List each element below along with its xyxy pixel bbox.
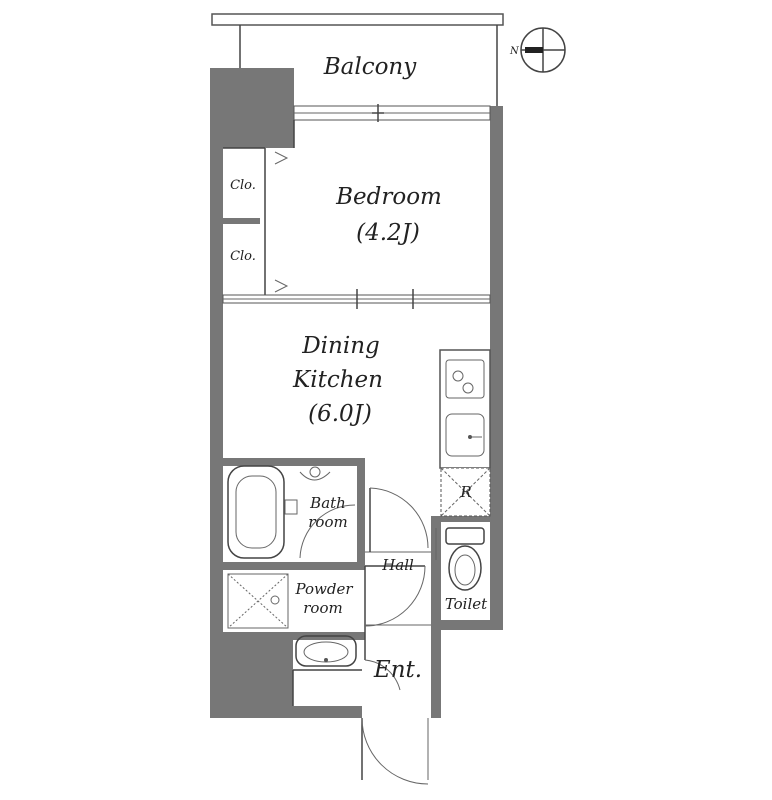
exterior-walls	[210, 68, 503, 718]
label-dining: Dining	[301, 333, 380, 359]
washing-machine	[227, 573, 289, 629]
label-entrance: Ent.	[373, 657, 422, 683]
label-powder: Powder	[294, 580, 353, 598]
balcony	[211, 13, 504, 106]
label-bath-room: room	[308, 513, 347, 531]
label-bath: Bath	[309, 494, 346, 512]
compass-north-label: N	[509, 46, 520, 57]
label-bedroom: Bedroom	[335, 184, 442, 210]
bathtub	[227, 465, 356, 559]
doors	[361, 487, 437, 785]
label-closet-2: Clo.	[230, 249, 256, 264]
label-dining-size: (6.0J)	[308, 401, 372, 427]
label-refrigerator: R	[459, 483, 471, 501]
toilet-fixture	[445, 527, 485, 591]
wash-basin	[295, 635, 357, 667]
closet-doors	[274, 151, 289, 293]
label-balcony: Balcony	[323, 54, 418, 80]
compass-icon	[520, 27, 566, 73]
label-bedroom-size: (4.2J)	[356, 220, 420, 246]
label-kitchen: Kitchen	[292, 367, 383, 393]
interior-walls	[222, 120, 493, 706]
label-powder-room: room	[303, 599, 342, 617]
label-toilet: Toilet	[445, 595, 488, 613]
kitchen-counter	[439, 349, 491, 517]
bedroom-window	[293, 104, 491, 122]
label-closet-1: Clo.	[230, 178, 256, 193]
label-hall: Hall	[381, 556, 414, 574]
